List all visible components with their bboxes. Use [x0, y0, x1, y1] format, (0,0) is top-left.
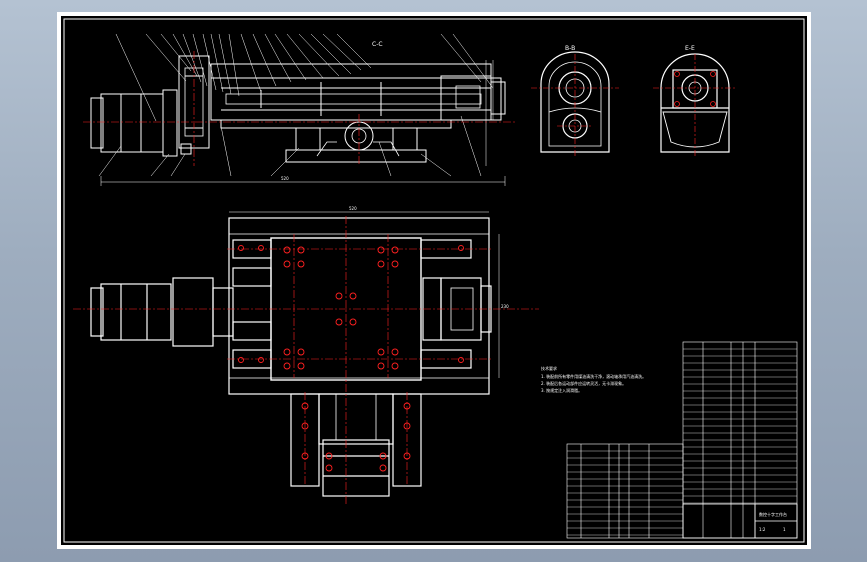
drawing-sheet: C-C 520 B-B	[57, 12, 811, 549]
section-cc-label: C-C	[372, 41, 383, 48]
ee-center-lines	[653, 54, 737, 156]
parts-list-bottom	[566, 443, 684, 539]
slide-block-left	[295, 127, 321, 151]
ee-bolt-holes	[674, 71, 716, 107]
cad-drawing: C-C 520 B-B	[63, 18, 805, 543]
bb-outer-profile	[540, 51, 610, 153]
ball-screw	[225, 93, 482, 105]
base-plate	[285, 149, 427, 163]
inner-frame	[63, 18, 805, 543]
plan-lower-motor	[322, 439, 390, 497]
front-section-view	[90, 33, 506, 186]
plan-dim-width-label: 520	[349, 206, 357, 211]
parts-list-right-rows	[683, 348, 797, 504]
drawing-sheet-number: 1	[783, 527, 786, 532]
drawing-area: C-C 520 B-B	[61, 16, 807, 545]
ee-outer-profile	[660, 53, 730, 153]
notes-title: 技术要求	[541, 365, 557, 371]
section-ee-label: E-E	[685, 45, 695, 52]
plan-motor-flange	[172, 277, 214, 347]
end-cap	[490, 81, 506, 115]
notes-line-2: 2. 装配后各运动部件应运转灵活，无卡滞现象。	[541, 380, 626, 386]
plan-bolt-holes	[238, 245, 464, 472]
front-center-lines	[83, 51, 516, 166]
plan-view	[90, 211, 500, 497]
motor-flange	[162, 89, 178, 157]
plan-center-lines	[73, 216, 539, 506]
motor-cap	[90, 97, 104, 149]
plan-dim-height-label: 230	[501, 304, 509, 309]
screw-housing	[210, 77, 502, 121]
end-bearing	[440, 75, 492, 121]
slide-block-right	[392, 127, 418, 151]
title-block	[682, 503, 798, 539]
parts-list-bottom-rows	[567, 450, 683, 536]
bb-center-lines	[531, 54, 619, 156]
part-leaders	[98, 33, 494, 177]
notes-line-3: 3. 按规定注入润滑脂。	[541, 387, 582, 393]
drawing-name: 数控十字工作台	[759, 511, 787, 517]
drawing-scale: 1:2	[759, 527, 766, 532]
motor-body	[100, 93, 164, 153]
notes-line-1: 1. 装配前所有零件用煤油清洗干净，滚动轴承用汽油清洗。	[541, 373, 646, 379]
dim-top-width: 520	[281, 176, 289, 181]
section-bb-label: B-B	[565, 45, 575, 52]
guide-rail	[220, 119, 452, 129]
plan-lower-body	[318, 393, 394, 445]
technical-notes: 技术要求 1. 装配前所有零件用煤油清洗干净，滚动轴承用汽油清洗。 2. 装配后…	[541, 365, 646, 393]
plan-motor	[100, 283, 172, 341]
